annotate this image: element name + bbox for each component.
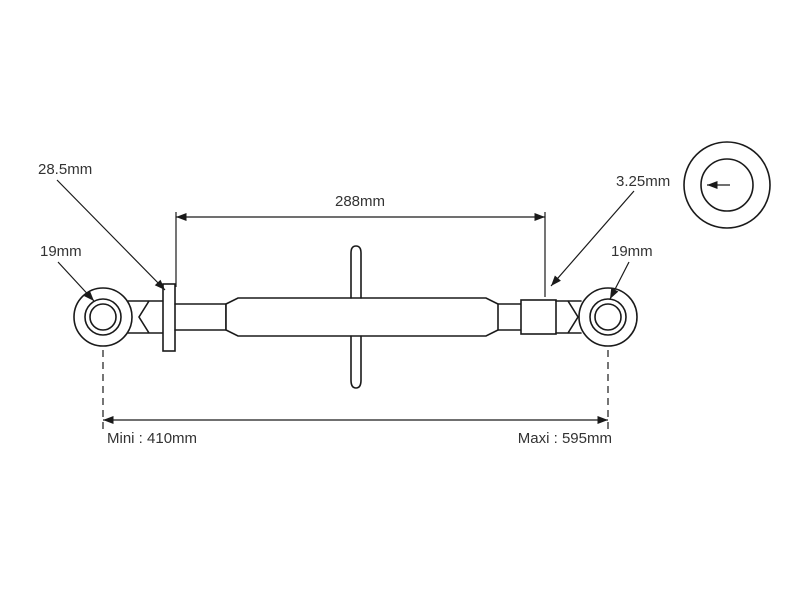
- leader-right-ball: [609, 261, 630, 300]
- dimension-thread-diameter: 28.5mm: [38, 161, 166, 291]
- handle-bar: [350, 245, 362, 389]
- handle-bar-bottom: [350, 335, 362, 389]
- dimension-right-ball: 19mm: [609, 243, 653, 300]
- right-threaded-rod: [497, 303, 522, 331]
- label-detail-dimension: 3.25mm: [616, 173, 670, 190]
- left-clevis: [127, 300, 164, 334]
- left-threaded-rod: [174, 303, 227, 331]
- dimension-detail: 3.25mm: [550, 173, 670, 287]
- leader-detail: [550, 190, 635, 287]
- right-ball-race: [589, 298, 627, 336]
- right-ball-joint: [555, 287, 638, 347]
- label-min-length: Mini : 410mm: [107, 430, 197, 447]
- right-ball-outer-ring: [578, 287, 638, 347]
- dimension-tube-length: 288mm: [175, 193, 546, 297]
- label-tube-length: 288mm: [335, 193, 385, 210]
- label-right-ball-diameter: 19mm: [611, 243, 653, 260]
- label-left-ball-diameter: 19mm: [40, 243, 82, 260]
- right-collar: [520, 299, 557, 335]
- right-clevis: [555, 300, 582, 334]
- detail-inner-circle: [700, 158, 754, 212]
- dimension-overall-length: Mini : 410mm Maxi : 595mm: [102, 350, 612, 447]
- label-max-length: Maxi : 595mm: [518, 430, 612, 447]
- right-ball-bore: [594, 303, 622, 331]
- dimension-left-ball: 19mm: [40, 243, 95, 302]
- left-lock-flange: [162, 283, 176, 352]
- left-ball-joint: [73, 283, 176, 352]
- leader-left-ball: [57, 261, 95, 302]
- left-ball-bore: [89, 303, 117, 331]
- label-thread-diameter: 28.5mm: [38, 161, 92, 178]
- extension-lines-288: [175, 212, 546, 297]
- leader-thread-diameter: [56, 179, 166, 291]
- left-ball-race: [84, 298, 122, 336]
- center-tube: [225, 297, 499, 337]
- handle-bar-top: [350, 245, 362, 299]
- detail-circle: [683, 141, 771, 229]
- left-ball-outer-ring: [73, 287, 133, 347]
